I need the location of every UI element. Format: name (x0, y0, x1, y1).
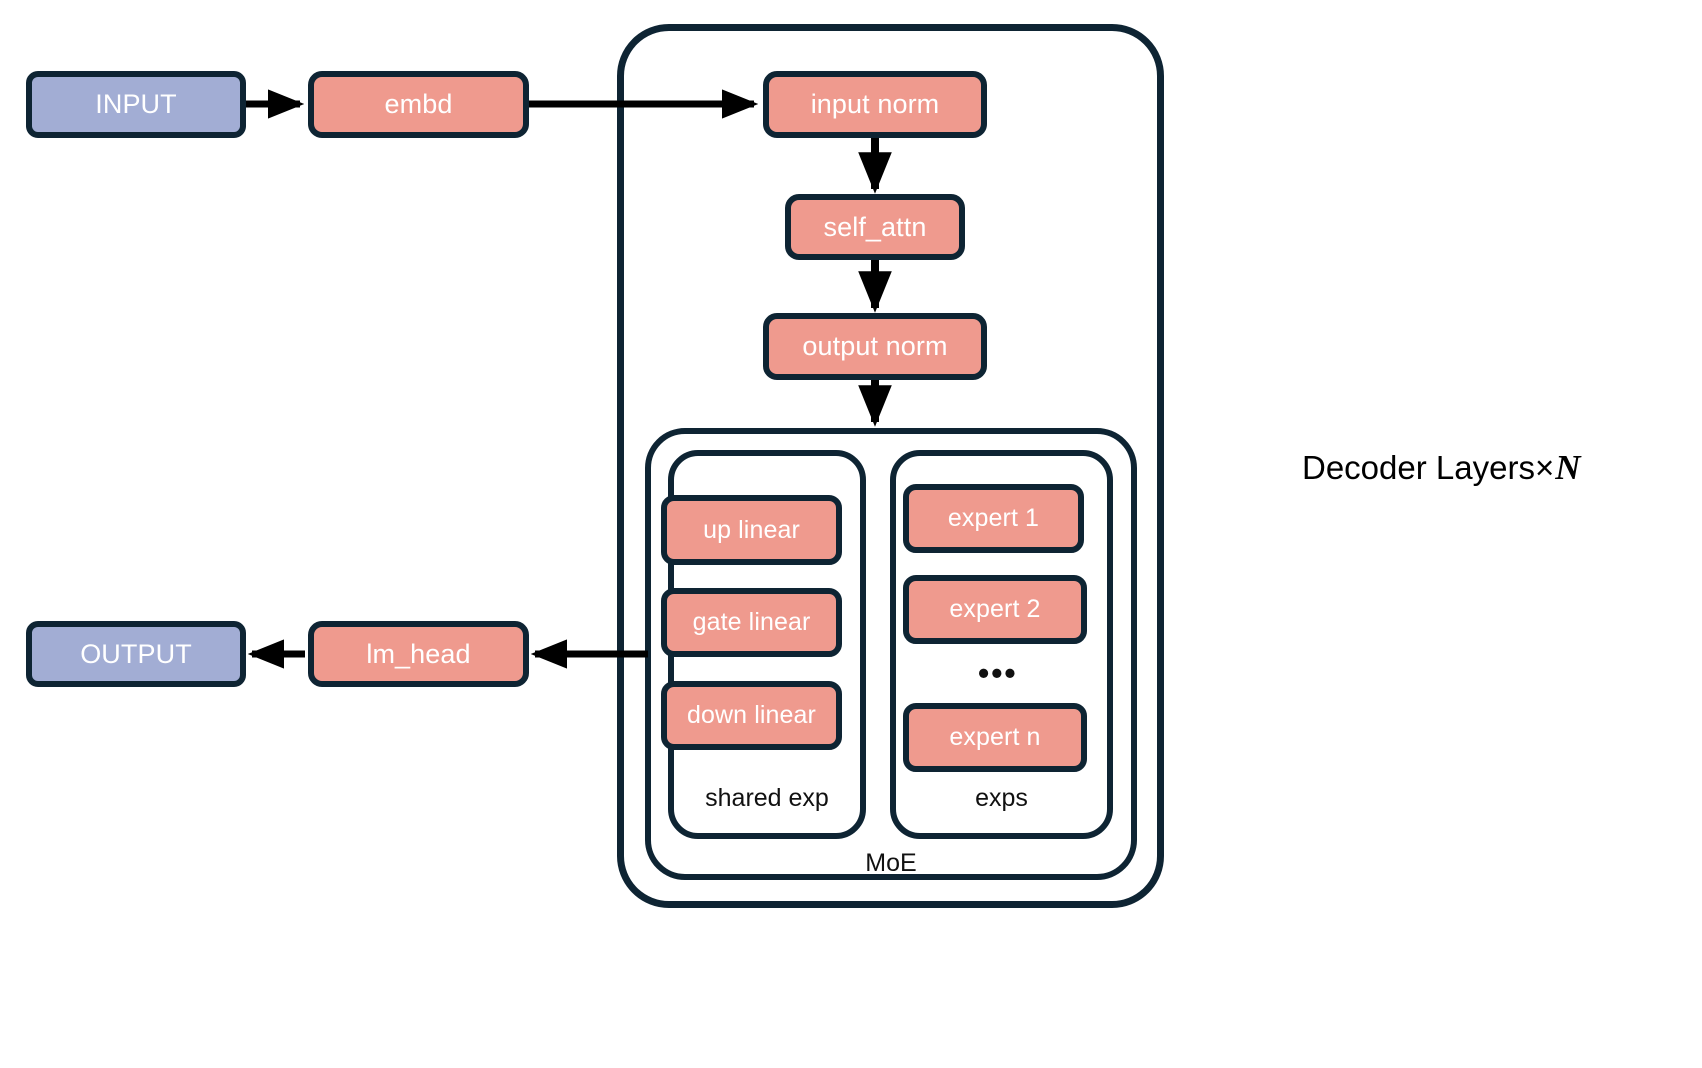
decoder-layers-container (617, 24, 1164, 908)
experts-container (890, 450, 1113, 839)
experts-ellipsis: ••• (978, 655, 1018, 691)
node-gate-linear[interactable]: gate linear (661, 588, 842, 657)
node-input[interactable]: INPUT (26, 71, 246, 138)
node-up-linear[interactable]: up linear (661, 495, 842, 565)
caption-shared-exp: shared exp (705, 784, 829, 812)
decoder-layers-label-text: Decoder Layers× (1302, 449, 1555, 486)
node-output[interactable]: OUTPUT (26, 621, 246, 687)
node-expert-2[interactable]: expert 2 (903, 575, 1087, 644)
node-lm-head[interactable]: lm_head (308, 621, 529, 687)
node-embd[interactable]: embd (308, 71, 529, 138)
node-output-norm[interactable]: output norm (763, 313, 987, 380)
caption-exps: exps (975, 784, 1028, 812)
caption-moe: MoE (865, 849, 917, 877)
decoder-layers-count-variable: N (1555, 448, 1581, 487)
node-expert-n[interactable]: expert n (903, 703, 1087, 772)
node-down-linear[interactable]: down linear (661, 681, 842, 750)
decoder-layers-label: Decoder Layers×N (1302, 450, 1581, 485)
node-self-attn[interactable]: self_attn (785, 194, 965, 260)
node-expert-1[interactable]: expert 1 (903, 484, 1084, 553)
node-input-norm[interactable]: input norm (763, 71, 987, 138)
moe-container (645, 428, 1137, 880)
